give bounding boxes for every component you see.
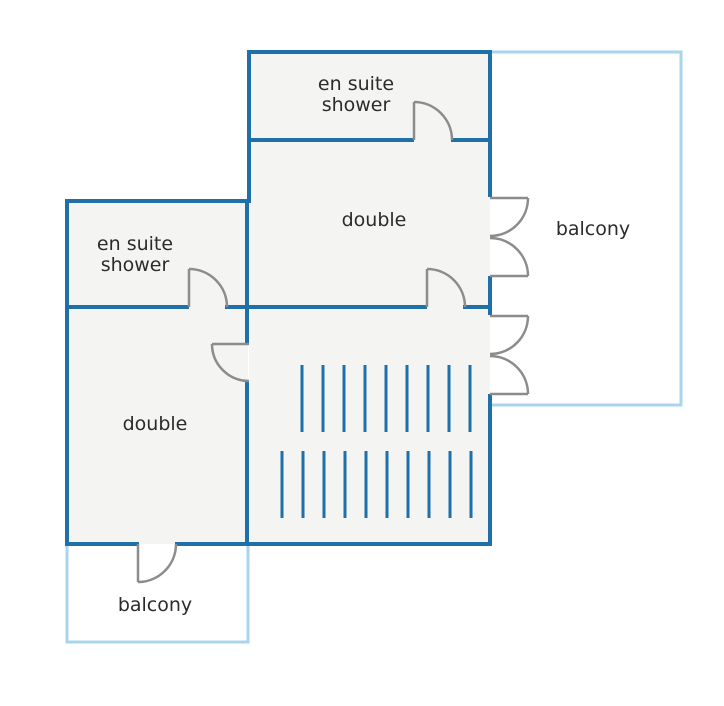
top-shower-label: en suite [318,73,394,95]
bottom-balcony-outline [65,544,250,644]
door-swing-icon [489,314,530,396]
staircase-icon [280,451,473,518]
left-double-floor [67,307,248,544]
door-swing-icon [425,267,467,308]
staircase-icon [300,365,472,432]
top-double-label: double [342,209,407,231]
balcony-outlines [65,50,683,644]
right-balcony-outline [490,50,683,407]
walls [65,50,492,546]
bottom-balcony-label: balcony [118,594,192,616]
door-swing-icon [412,100,454,141]
doors [136,100,530,584]
door-swing-icon [489,196,530,278]
left-shower-label: en suite [97,233,173,255]
right-balcony-label: balcony [556,218,630,240]
door-swing-icon [136,543,178,584]
left-shower-label: shower [101,254,170,276]
left-shower-floor [67,201,248,307]
door-swing-icon [187,267,229,308]
top-double-floor [249,140,490,307]
floors [67,52,490,544]
stairwell-floor [249,307,490,544]
door-swing-icon [210,342,250,383]
left-double-label: double [123,413,188,435]
top-shower-label: shower [322,94,391,116]
